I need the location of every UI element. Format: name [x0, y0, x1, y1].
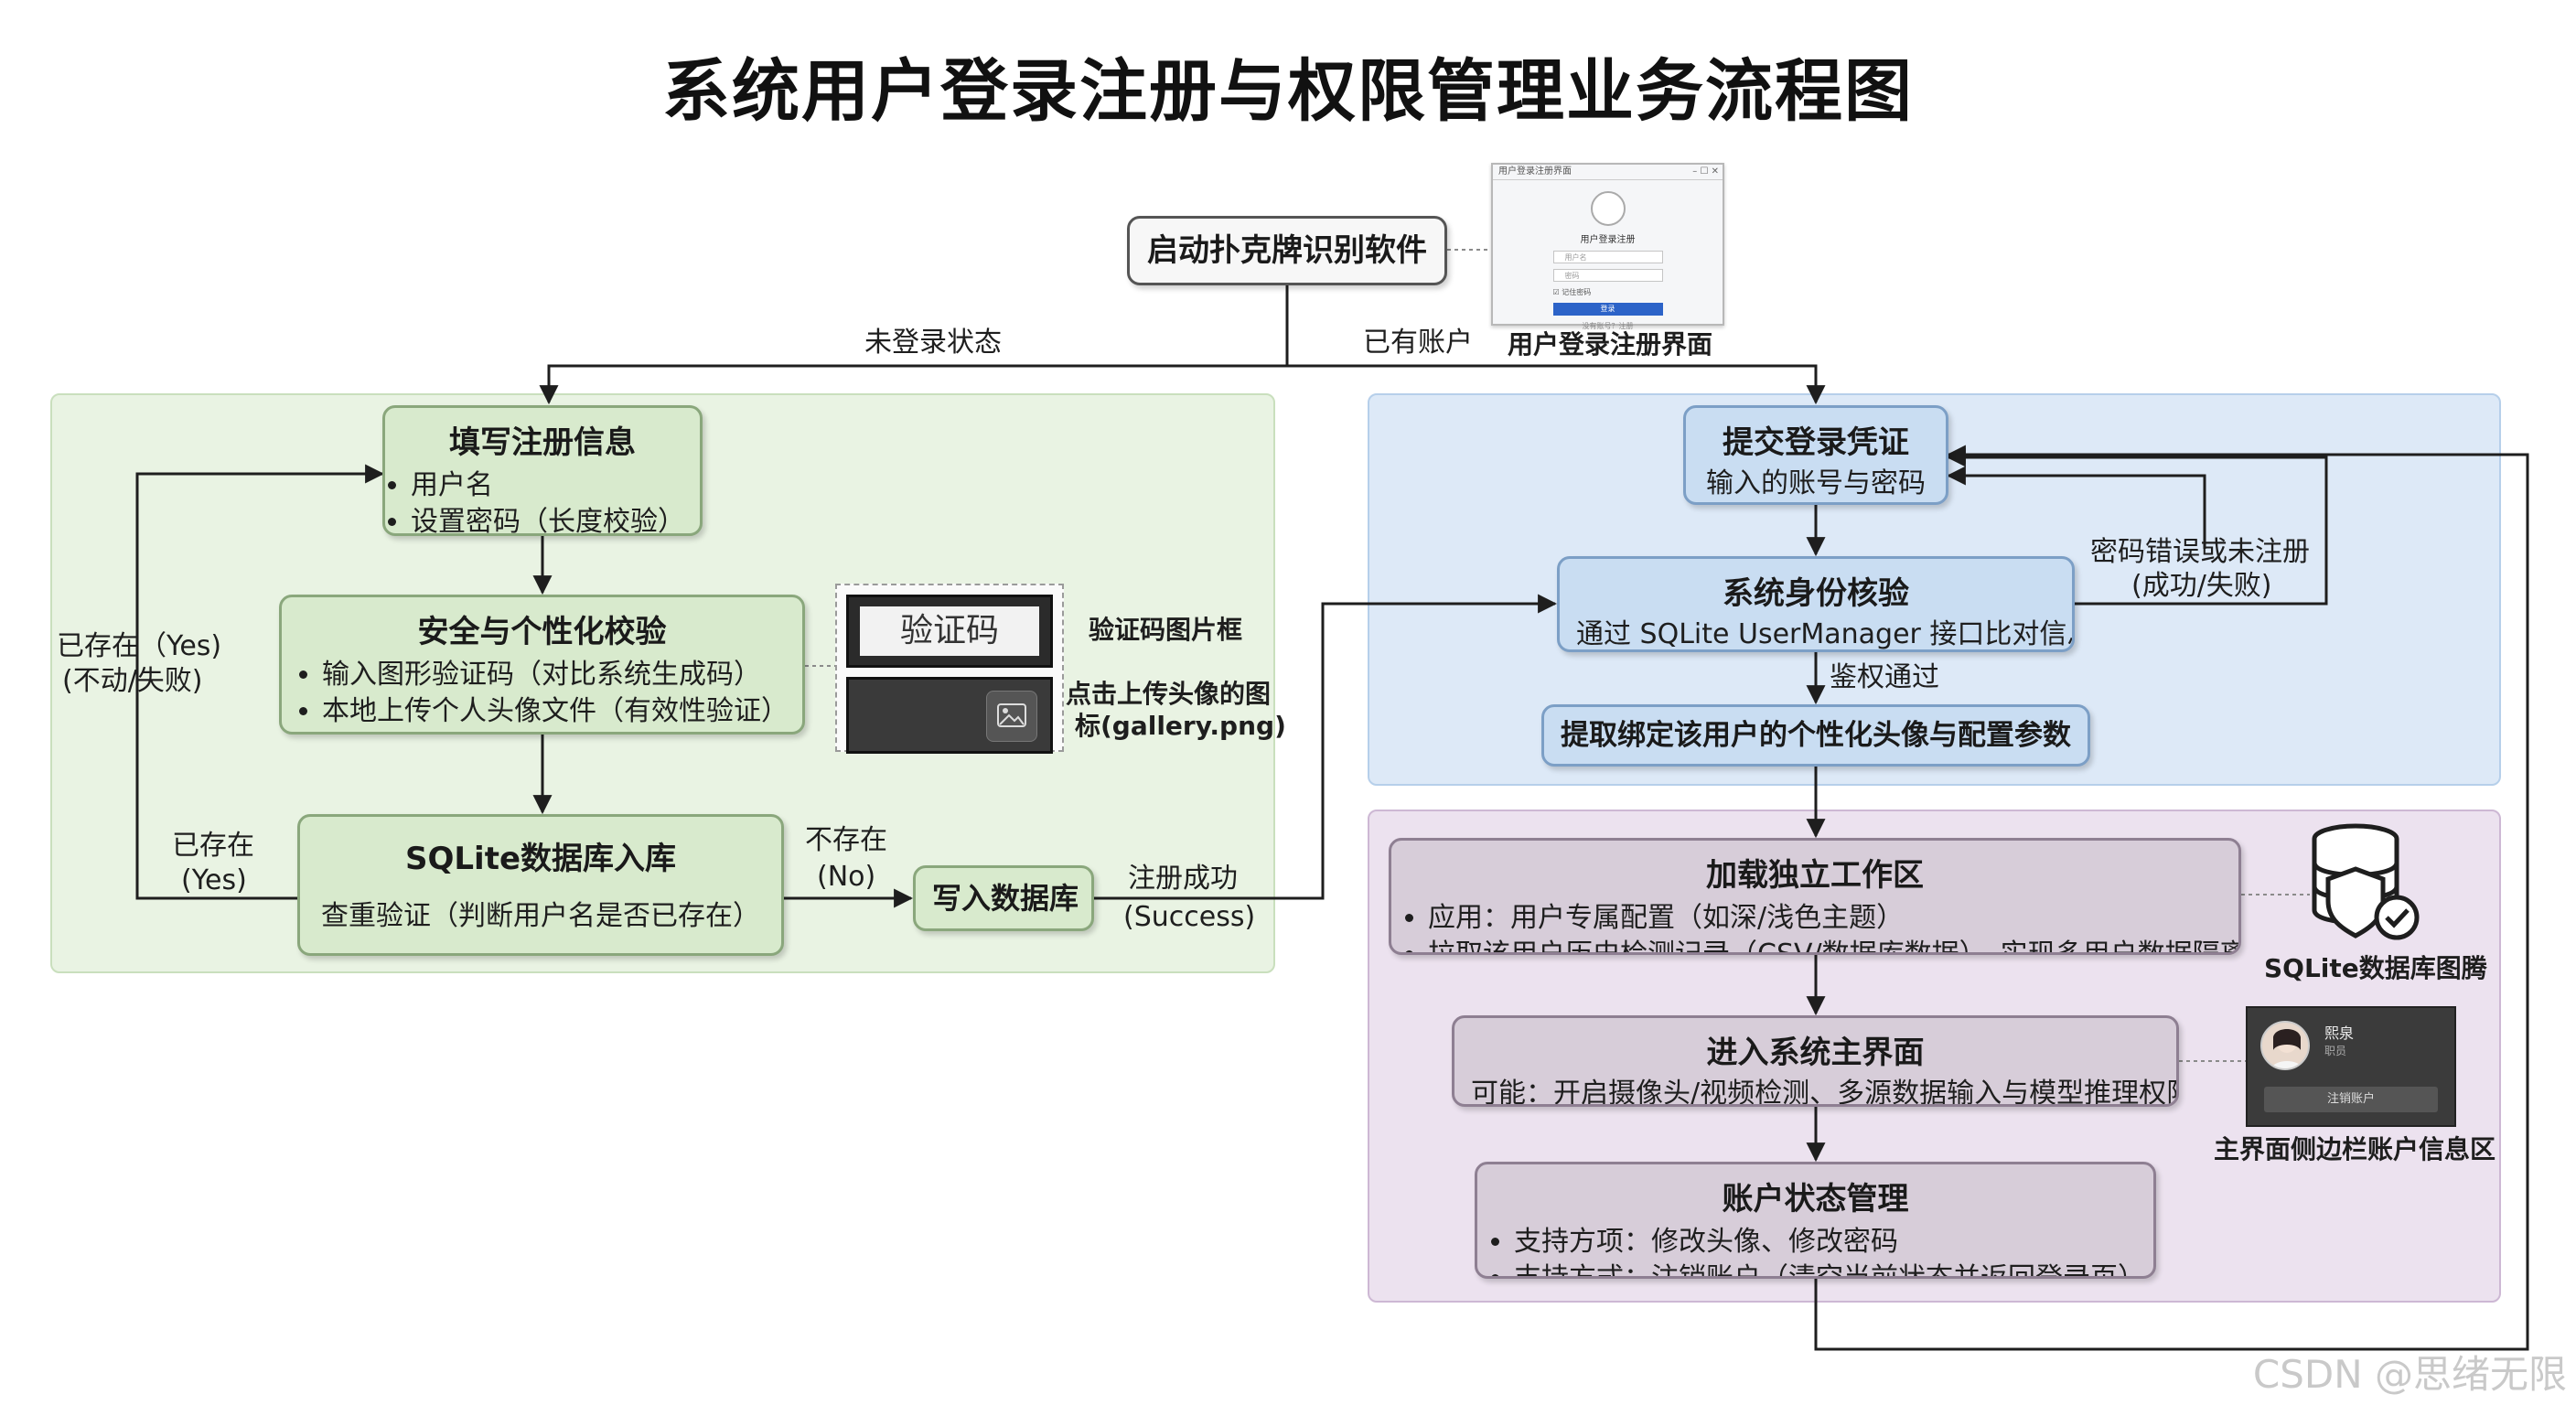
node-fetch-profile-title: 提取绑定该用户的个性化头像与配置参数 — [1561, 719, 2071, 752]
profile-name: 熙泉 — [2324, 1024, 2355, 1042]
list-item: 输入图形验证码（对比系统生成码） — [322, 657, 786, 693]
edge-label-exists-2: (Yes) — [181, 864, 247, 896]
node-auth: 系统身份核验 通过 SQLite UserManager 接口比对信息 — [1557, 556, 2075, 652]
list-item: 应用：用户专属配置（如深/浅色主题） — [1428, 900, 2222, 937]
node-sqlite-store-title: SQLite数据库入库 — [404, 841, 677, 877]
annotation-captcha-box: 验证码图片框 — [1089, 615, 1243, 645]
user-avatar-icon — [1590, 191, 1626, 226]
login-ui-password-field[interactable]: 密码 — [1552, 269, 1663, 282]
node-main-ui-desc: 可能：开启摄像头/视频检测、多源数据输入与模型推理权限 — [1471, 1078, 2179, 1107]
node-security-title: 安全与个性化校验 — [417, 614, 667, 650]
edge-account-logout-back — [1814, 445, 2529, 1351]
node-write-db: 写入数据库 — [913, 865, 1094, 931]
node-load-workspace: 加载独立工作区 应用：用户专属配置（如深/浅色主题） 拉取该用户历史检测记录（C… — [1389, 838, 2241, 955]
edge-label-wrong-pwd-1: 密码错误或未注册 — [2090, 536, 2310, 568]
login-ui-register-link[interactable]: 没有账号？注册 — [1582, 322, 1634, 330]
list-item: 拉取该用户历史检测记录（CSV/数据库数据），实现多用户数据隔离 — [1428, 937, 2238, 952]
node-security-items: 输入图形验证码（对比系统生成码） 本地上传个人头像文件（有效性验证） — [298, 657, 789, 730]
edge-start-to-login — [1287, 364, 1826, 405]
annotation-sqlite-icon: SQLite数据库图腾 — [2264, 953, 2487, 983]
node-main-ui: 进入系统主界面 可能：开启摄像头/视频检测、多源数据输入与模型推理权限 — [1452, 1015, 2179, 1107]
node-submit-login-title: 提交登录凭证 — [1723, 424, 1909, 461]
node-start: 启动扑克牌识别软件 — [1127, 216, 1447, 285]
login-ui-panel-title: 用户登录注册 — [1580, 235, 1636, 245]
node-auth-title: 系统身份核验 — [1723, 575, 1909, 612]
edge-label-not-logged-in: 未登录状态 — [864, 327, 1002, 359]
node-security: 安全与个性化校验 输入图形验证码（对比系统生成码） 本地上传个人头像文件（有效性… — [279, 595, 805, 735]
node-sqlite-store-desc: 查重验证（判断用户名是否已存在） — [321, 900, 760, 932]
edge-auth-retry — [1946, 447, 2328, 606]
edge-label-wrong-pwd-2: (成功/失败) — [2131, 570, 2272, 602]
annotation-upload-avatar-2: 标(gallery.png) — [1075, 711, 1286, 741]
node-write-db-title: 写入数据库 — [932, 881, 1079, 916]
captcha-avatar-preview: 验证码 — [835, 584, 1064, 754]
edge-label-success-2: (Success) — [1123, 901, 1256, 933]
edge-label-success-1: 注册成功 — [1128, 863, 1238, 895]
node-register-items: 用户名 设置密码（长度校验） — [402, 467, 685, 533]
node-submit-login-desc: 输入的账号与密码 — [1706, 467, 1926, 499]
login-ui-window-titlebar: 用户登录注册界面 – ☐ ✕ — [1493, 165, 1723, 180]
profile-avatar — [2260, 1021, 2310, 1070]
sqlite-database-icon — [2305, 819, 2424, 947]
edge-auth-retry-inner — [1946, 466, 2206, 549]
edge-exists-back-outer — [135, 464, 385, 900]
edge-label-auth-passed: 鉴权通过 — [1830, 661, 1939, 693]
captcha-text: 验证码 — [860, 606, 1039, 656]
node-account-mgmt-title: 账户状态管理 — [1722, 1181, 1909, 1217]
list-item: 支持方式：注销账户（清空当前状态并返回登录页） — [1514, 1260, 2145, 1276]
page-title: 系统用户登录注册与权限管理业务流程图 — [662, 52, 1914, 131]
node-account-mgmt: 账户状态管理 支持方项：修改头像、修改密码 支持方式：注销账户（清空当前状态并返… — [1475, 1162, 2156, 1279]
edge-write-to-auth — [1094, 594, 1558, 900]
node-register-title: 填写注册信息 — [449, 424, 636, 461]
node-fetch-profile: 提取绑定该用户的个性化头像与配置参数 — [1541, 704, 2090, 767]
window-controls-icon: – ☐ ✕ — [1692, 166, 1719, 177]
profile-role: 职员 — [2324, 1045, 2347, 1057]
login-ui-remember-label: 记住密码 — [1562, 288, 1592, 296]
avatar-upload-box[interactable] — [846, 677, 1053, 754]
list-item: 设置密码（长度校验） — [411, 504, 685, 533]
node-start-title: 启动扑克牌识别软件 — [1147, 232, 1427, 269]
node-load-workspace-title: 加载独立工作区 — [1706, 857, 1924, 894]
login-ui-window-title: 用户登录注册界面 — [1498, 166, 1572, 177]
edge-label-exists-fail-1: 已存在（Yes) — [57, 630, 222, 662]
login-ui-remember-checkbox[interactable]: ☑ 记住密码 — [1552, 288, 1592, 296]
node-main-ui-title: 进入系统主界面 — [1706, 1035, 1925, 1071]
node-submit-login: 提交登录凭证 输入的账号与密码 — [1683, 405, 1948, 505]
gallery-icon[interactable] — [986, 691, 1037, 742]
annotation-sidebar-account: 主界面侧边栏账户信息区 — [2214, 1134, 2496, 1164]
edge-label-exists-1: 已存在 — [172, 830, 254, 862]
captcha-image-box[interactable]: 验证码 — [846, 595, 1053, 668]
edge-label-has-account: 已有账户 — [1363, 327, 1473, 359]
watermark: CSDN @思绪无限 — [2252, 1352, 2567, 1397]
annotation-login-ui: 用户登录注册界面 — [1508, 329, 1713, 359]
list-item: 用户名 — [411, 467, 683, 504]
login-ui-username-field[interactable]: 用户名 — [1552, 251, 1663, 263]
edge-label-not-exists-2: (No) — [817, 861, 876, 893]
list-item: 支持方项：修改头像、修改密码 — [1514, 1224, 2137, 1260]
edge-label-exists-fail-2: (不动/失败) — [62, 665, 203, 697]
login-ui-login-button[interactable]: 登录 — [1552, 303, 1663, 316]
edge-label-not-exists-1: 不存在 — [805, 824, 887, 856]
login-ui-screenshot: 用户登录注册界面 – ☐ ✕ 用户登录注册 用户名 密码 ☑ 记住密码 登录 没… — [1491, 163, 1724, 330]
annotation-upload-avatar-1: 点击上传头像的图 — [1066, 679, 1272, 709]
node-auth-desc: 通过 SQLite UserManager 接口比对信息 — [1576, 618, 2075, 650]
node-load-workspace-items: 应用：用户专属配置（如深/浅色主题） 拉取该用户历史检测记录（CSV/数据库数据… — [1408, 900, 2238, 952]
list-item: 本地上传个人头像文件（有效性验证） — [322, 693, 789, 730]
node-register: 填写注册信息 用户名 设置密码（长度校验） — [382, 405, 703, 536]
node-sqlite-store: SQLite数据库入库 查重验证（判断用户名是否已存在） — [297, 814, 784, 956]
logout-button[interactable]: 注销账户 — [2264, 1087, 2438, 1112]
edge-start-to-register — [539, 285, 1289, 405]
node-account-mgmt-items: 支持方项：修改头像、修改密码 支持方式：注销账户（清空当前状态并返回登录页） — [1494, 1224, 2145, 1276]
sidebar-account-card: 熙泉 职员 注销账户 — [2246, 1006, 2456, 1127]
